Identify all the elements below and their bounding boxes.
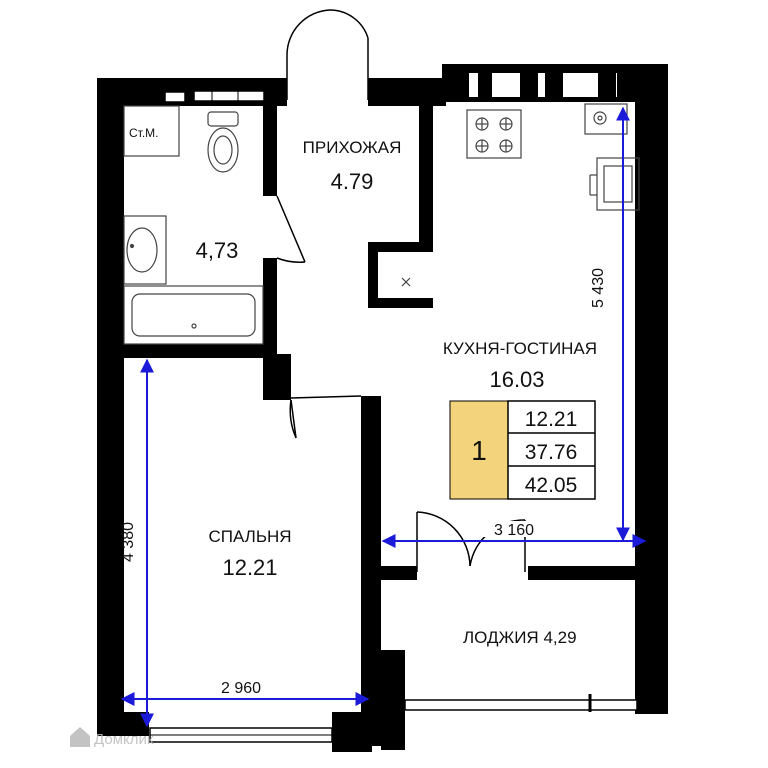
bedroom-area: 12.21: [222, 555, 277, 580]
kitchen-height-dim: 5 430: [590, 268, 607, 308]
washer-label: Ст.М.: [129, 126, 159, 140]
kitchen-sink-icon: [584, 103, 628, 135]
rooms-count: 1: [471, 435, 487, 466]
kitchen-living-name: КУХНЯ-ГОСТИНАЯ: [443, 339, 597, 358]
dimension-lines: [120, 106, 647, 728]
total-area: 37.76: [525, 441, 578, 464]
bedroom-height-dim: 4 380: [120, 522, 137, 562]
washer-icon: [123, 105, 180, 157]
loggia-area: 4,29: [543, 628, 576, 647]
fridge-icon: [589, 157, 640, 211]
total-with-loggia: 42.05: [525, 474, 578, 497]
stove-icon: [466, 109, 522, 159]
bathroom-fixtures: [123, 105, 264, 345]
shaft-icon: [401, 277, 411, 287]
living-area: 12.21: [525, 408, 578, 431]
loggia-label: ЛОДЖИЯ 4,29: [463, 628, 577, 647]
bathtub-icon: [123, 285, 264, 345]
bathroom-area: 4,73: [196, 238, 239, 263]
summary-badge: 1 12.21 37.76 42.05: [449, 400, 596, 500]
house-icon: [70, 727, 90, 747]
kitchen-fixtures: [401, 103, 640, 287]
loggia-name: ЛОДЖИЯ: [463, 628, 539, 647]
windows: [149, 71, 638, 743]
kitchen-width-dim: 3 160: [494, 522, 534, 539]
kitchen-living-area: 16.03: [489, 367, 544, 392]
toilet-icon: [207, 111, 239, 173]
sink-icon: [123, 215, 167, 285]
entrance-name: ПРИХОЖАЯ: [303, 138, 402, 157]
watermark-text: Домклик: [94, 731, 154, 748]
bedroom-name: СПАЛЬНЯ: [208, 527, 291, 546]
bedroom-width-dim: 2 960: [221, 680, 261, 697]
entrance-area: 4.79: [331, 169, 374, 194]
watermark: Домклик: [70, 727, 154, 748]
walls: [97, 64, 668, 752]
